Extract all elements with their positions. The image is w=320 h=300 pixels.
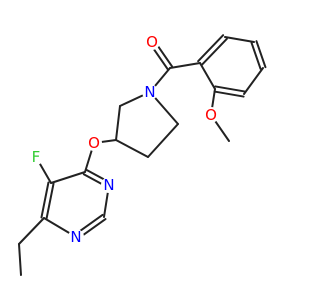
double-bond — [214, 85, 246, 93]
single-bond — [50, 171, 86, 184]
molecule-diagram: O N O O F N N — [18, 33, 267, 276]
double-bond — [250, 41, 262, 70]
single-bond — [115, 139, 149, 158]
atom-background — [101, 177, 117, 193]
atom-label-o-methoxy: O — [205, 106, 217, 124]
atom-labels: O N O O F N N — [28, 33, 219, 246]
atom-label-f: F — [32, 148, 41, 166]
bond-lines — [18, 34, 267, 276]
single-bond — [199, 62, 216, 90]
single-bond — [115, 105, 121, 141]
atom-label-n-pyrimidine-2: N — [70, 228, 81, 246]
single-bond — [18, 217, 45, 245]
single-bond — [224, 36, 255, 43]
atom-label-n-pyrimidine-1: N — [103, 176, 114, 194]
single-bond — [18, 243, 22, 276]
atom-label-o-carbonyl: O — [146, 33, 158, 51]
double-bond — [200, 37, 228, 66]
atom-label-n-pyrrolidine: N — [144, 83, 155, 101]
atom-background — [142, 84, 158, 100]
single-bond — [147, 123, 179, 158]
double-bond — [197, 34, 225, 63]
atom-background — [203, 107, 219, 123]
double-bond — [213, 90, 245, 98]
single-bond — [243, 67, 264, 95]
atom-background — [144, 34, 160, 50]
atom-background — [86, 135, 102, 151]
double-bond — [40, 181, 50, 219]
atom-label-o-ether: O — [88, 134, 100, 152]
double-bond — [45, 182, 55, 220]
double-bond — [255, 40, 267, 69]
single-bond — [169, 62, 201, 69]
atom-background — [68, 229, 84, 245]
atom-background — [28, 149, 44, 165]
